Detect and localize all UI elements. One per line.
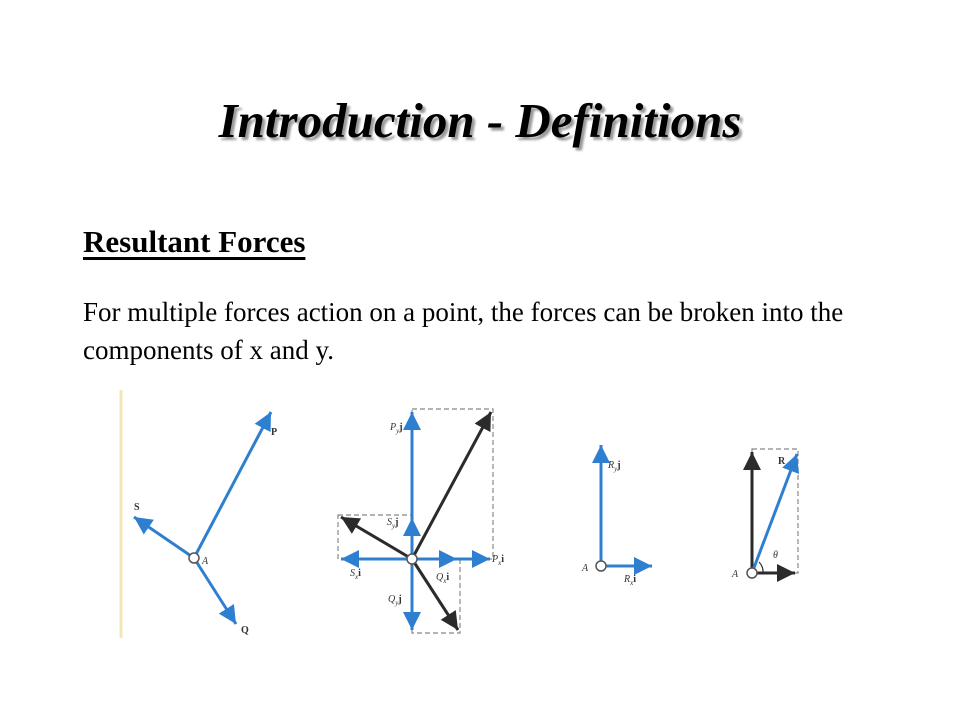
point-a-marker-3 [595, 560, 607, 572]
panel-resultant: R θ A [731, 448, 800, 582]
label-ry-j: Ryj [607, 460, 621, 473]
point-a-marker-4 [746, 567, 758, 579]
force-diagram-svg: P S Q A Pyj [119, 390, 800, 638]
label-theta: θ [773, 550, 778, 561]
force-q-arrow [192, 557, 238, 625]
label-qy-j: Qyj [388, 594, 402, 607]
label-sx-i: Sxi [350, 568, 361, 581]
force-q-dark-arrow [410, 558, 460, 631]
label-a: A [201, 556, 209, 567]
force-components-figure: P S Q A Pyj [118, 390, 818, 640]
label-qx-i: Qxi [436, 572, 449, 585]
label-a-3: A [581, 563, 589, 574]
theta-angle-arc [758, 561, 764, 574]
slide-title: Introduction - Definitions [218, 93, 742, 148]
panel-summed-components: Ryj Rxi A [581, 445, 652, 587]
label-q: Q [241, 625, 249, 636]
force-p-dark-arrow [410, 411, 493, 560]
force-s-dark-arrow [340, 515, 413, 561]
label-s: S [134, 502, 140, 513]
point-a-marker-2 [406, 553, 418, 565]
panel-components: Pyj Syj Pxi Sxi Qxi Qyj [337, 408, 504, 634]
force-p-arrow [192, 411, 273, 559]
section-heading: Resultant Forces [83, 224, 306, 259]
label-py-j: Pyj [389, 422, 403, 435]
label-p: P [271, 427, 277, 438]
label-sy-j: Syj [387, 517, 398, 530]
body-paragraph: For multiple forces action on a point, t… [83, 297, 844, 365]
label-a-4: A [731, 569, 739, 580]
label-px-i: Pxi [491, 554, 504, 567]
point-a-marker [188, 552, 200, 564]
label-rx-i: Rxi [623, 574, 636, 587]
force-s-arrow [133, 515, 195, 560]
label-r: R [778, 456, 786, 467]
resultant-r-arrow [750, 453, 800, 574]
panel-original-forces: P S Q A [133, 411, 277, 636]
